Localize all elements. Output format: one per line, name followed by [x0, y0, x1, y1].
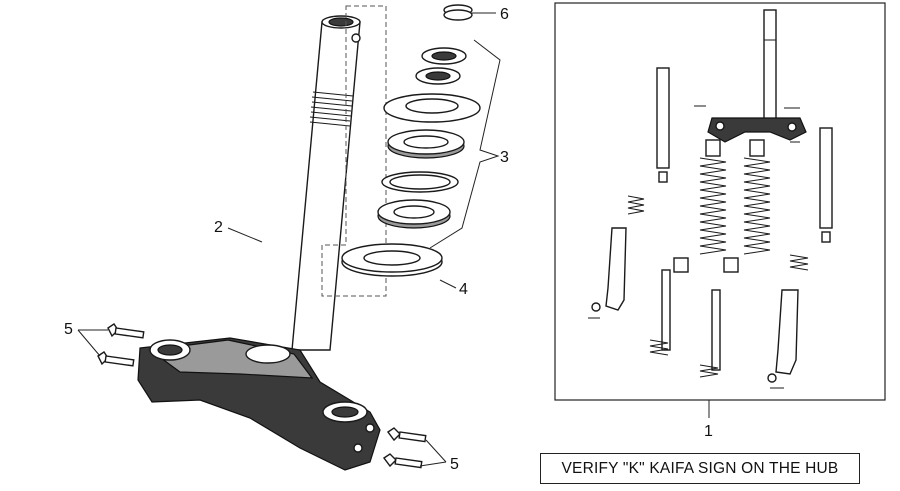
- bolts-left: [97, 323, 145, 367]
- fork-assembly-drawing: [588, 9, 833, 389]
- callout-3: 3: [500, 149, 509, 166]
- callout-2: 2: [214, 219, 223, 236]
- callout-4: 4: [459, 281, 468, 298]
- callout-5a-leader-bottom: [77, 329, 101, 357]
- callout-6: 6: [500, 6, 509, 23]
- hub-verification-note: VERIFY "K" KAIFA SIGN ON THE HUB: [540, 453, 860, 484]
- callout-5b-leader-bottom: [419, 461, 447, 467]
- alignment-dashed-frame: [321, 5, 387, 297]
- steering-stem-drawing: [137, 15, 381, 471]
- callout-4-leader: [439, 279, 457, 289]
- fork-assembly-frame: [554, 2, 886, 401]
- callout-2-leader: [227, 227, 263, 243]
- hub-verification-note-text: VERIFY "K" KAIFA SIGN ON THE HUB: [561, 459, 839, 477]
- callout-5a: 5: [64, 321, 73, 338]
- callout-1: 1: [704, 423, 713, 440]
- callout-5b-leader-top: [425, 439, 447, 463]
- callout-5b: 5: [450, 456, 459, 473]
- bolts-right: [382, 427, 427, 469]
- bearing-stack-drawing: [341, 4, 481, 277]
- callout-3-bracket: [429, 39, 501, 249]
